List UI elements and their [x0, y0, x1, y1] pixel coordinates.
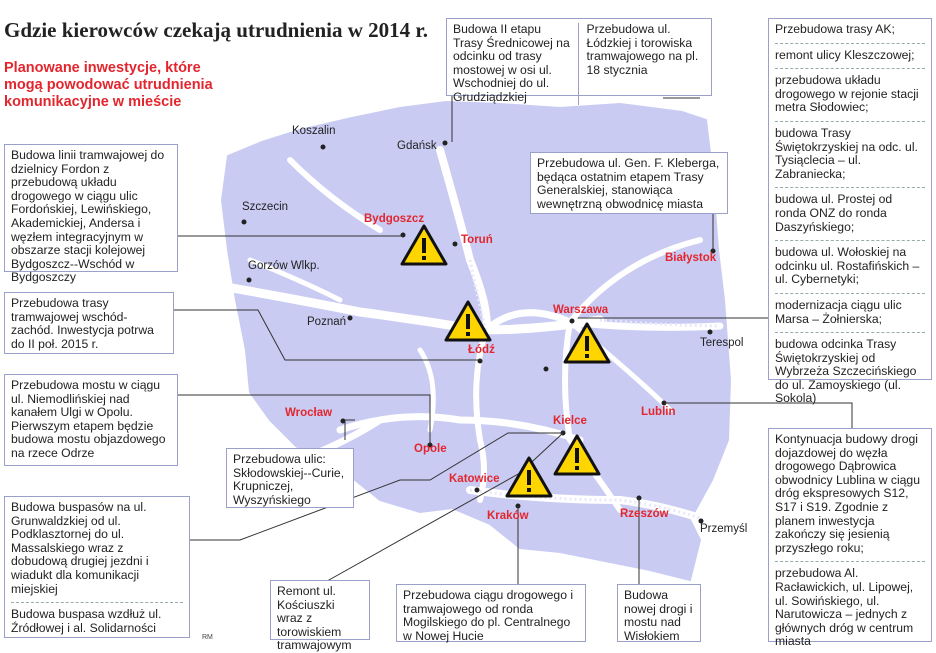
- info-box-opole: Przebudowa mostu w ciągu ul. Niemodlińsk…: [4, 374, 178, 466]
- city-label-szczecin: Szczecin: [242, 201, 289, 213]
- warning-icon: [563, 322, 611, 364]
- city-label-gorzow: Gorzów Wlkp.: [248, 260, 320, 272]
- wroclaw-investment: Przebudowa ulic: Skłodowskiej--Curie, Kr…: [233, 452, 345, 507]
- info-box-lodz: Przebudowa trasy tramwajowej wschód-zach…: [4, 292, 174, 354]
- info-box-bydgoszcz: Budowa linii tramwajowej do dzielnicy Fo…: [4, 144, 178, 284]
- kielce-investment: Remont ul. Kościuszki wraz z torowiskiem…: [277, 584, 352, 653]
- author-credit: RM: [202, 634, 213, 641]
- katowice-investment-2: Budowa buspasa wzdłuż ul. Źródłowej i al…: [11, 607, 162, 635]
- page-title: Gdzie kierowców czekają utrudnienia w 20…: [4, 18, 429, 42]
- warning-icon: [553, 434, 601, 476]
- city-label-koszalin: Koszalin: [292, 125, 336, 137]
- warszawa-investment: przebudowa układu drogowego w rejonie st…: [775, 73, 919, 115]
- city-label-lublin: Lublin: [641, 406, 676, 418]
- rzeszow-investment: Budowa nowej drogi i mostu nad Wisłokiem: [624, 588, 693, 643]
- opole-investment: Przebudowa mostu w ciągu ul. Niemodlińsk…: [11, 378, 166, 460]
- info-box-krakow: Przebudowa ciągu drogowego i tramwajoweg…: [396, 584, 586, 643]
- info-box-wroclaw: Przebudowa ulic: Skłodowskiej--Curie, Kr…: [226, 448, 354, 508]
- city-label-rzeszow: Rzeszów: [620, 508, 669, 520]
- bialystok-investment: Przebudowa ul. Gen. F. Kleberga, będąca …: [537, 156, 720, 211]
- city-label-katowice: Katowice: [449, 473, 500, 485]
- city-label-lodz: Łódź: [468, 344, 495, 356]
- info-box-rzeszow: Budowa nowej drogi i mostu nad Wisłokiem: [617, 584, 701, 643]
- warning-icon: [400, 224, 448, 266]
- city-label-terespol: Terespol: [700, 337, 744, 349]
- page-subtitle: Planowane inwestycje, które mogą powodow…: [4, 60, 213, 110]
- city-label-torun: Toruń: [461, 234, 493, 246]
- lodz-investment: Przebudowa trasy tramwajowej wschód-zach…: [11, 296, 154, 351]
- city-label-przemysl: Przemyśl: [700, 523, 748, 535]
- warszawa-investment: budowa Trasy Świętokrzyskiej na odc. ul.…: [775, 125, 918, 181]
- lublin-investment-1: Kontynuacja budowy drogi dojazdowej do w…: [775, 432, 920, 555]
- bydgoszcz-investment: Budowa linii tramwajowej do dzielnicy Fo…: [11, 148, 165, 285]
- warszawa-investment: budowa odcinka Trasy Świętokrzyskiej od …: [775, 337, 917, 406]
- info-box-lublin: Kontynuacja budowy drogi dojazdowej do w…: [768, 428, 932, 648]
- warszawa-investment: Przebudowa trasy AK;: [775, 22, 895, 36]
- lublin-investment-2: przebudowa Al. Racławickich, ul. Lipowej…: [775, 566, 914, 649]
- info-box-warszawa: Przebudowa trasy AK; remont ulicy Kleszc…: [768, 18, 932, 405]
- warszawa-investment: modernizacja ciągu ulic Marsa – Żołniers…: [775, 297, 902, 326]
- krakow-investment: Przebudowa ciągu drogowego i tramwajoweg…: [403, 588, 574, 643]
- gdansk-investment-2: Przebudowa ul. Łódzkiej i torowiska tram…: [577, 22, 706, 105]
- city-label-warszawa: Warszawa: [553, 304, 609, 316]
- warszawa-investment: remont ulicy Kleszczowej;: [775, 47, 915, 62]
- warszawa-investment: budowa ul. Prostej od ronda ONZ do ronda…: [775, 192, 893, 234]
- info-box-gdansk: Budowa II etapu Trasy Średnicowej na odc…: [446, 18, 712, 105]
- city-label-wroclaw: Wrocław: [285, 407, 333, 419]
- warszawa-investment: budowa ul. Wołoskiej na odcinku ul. Rost…: [775, 245, 920, 287]
- city-label-gdansk: Gdańsk: [397, 140, 437, 152]
- city-label-krakow: Kraków: [487, 510, 529, 522]
- city-label-bialystok: Białystok: [665, 252, 717, 264]
- city-label-bydgoszcz: Bydgoszcz: [364, 213, 425, 225]
- info-box-kielce: Remont ul. Kościuszki wraz z torowiskiem…: [270, 580, 370, 652]
- warning-icon: [505, 456, 553, 498]
- warning-icon: [444, 300, 492, 342]
- info-box-katowice: Budowa buspasów na ul. Grunwaldzkiej od …: [4, 496, 190, 638]
- katowice-investment-1: Budowa buspasów na ul. Grunwaldzkiej od …: [11, 500, 149, 596]
- city-label-kielce: Kielce: [553, 415, 587, 427]
- city-label-opole: Opole: [414, 443, 447, 455]
- city-label-poznan: Poznań: [307, 316, 347, 328]
- info-box-bialystok: Przebudowa ul. Gen. F. Kleberga, będąca …: [530, 152, 728, 214]
- gdansk-investment-1: Budowa II etapu Trasy Średnicowej na odc…: [453, 22, 570, 104]
